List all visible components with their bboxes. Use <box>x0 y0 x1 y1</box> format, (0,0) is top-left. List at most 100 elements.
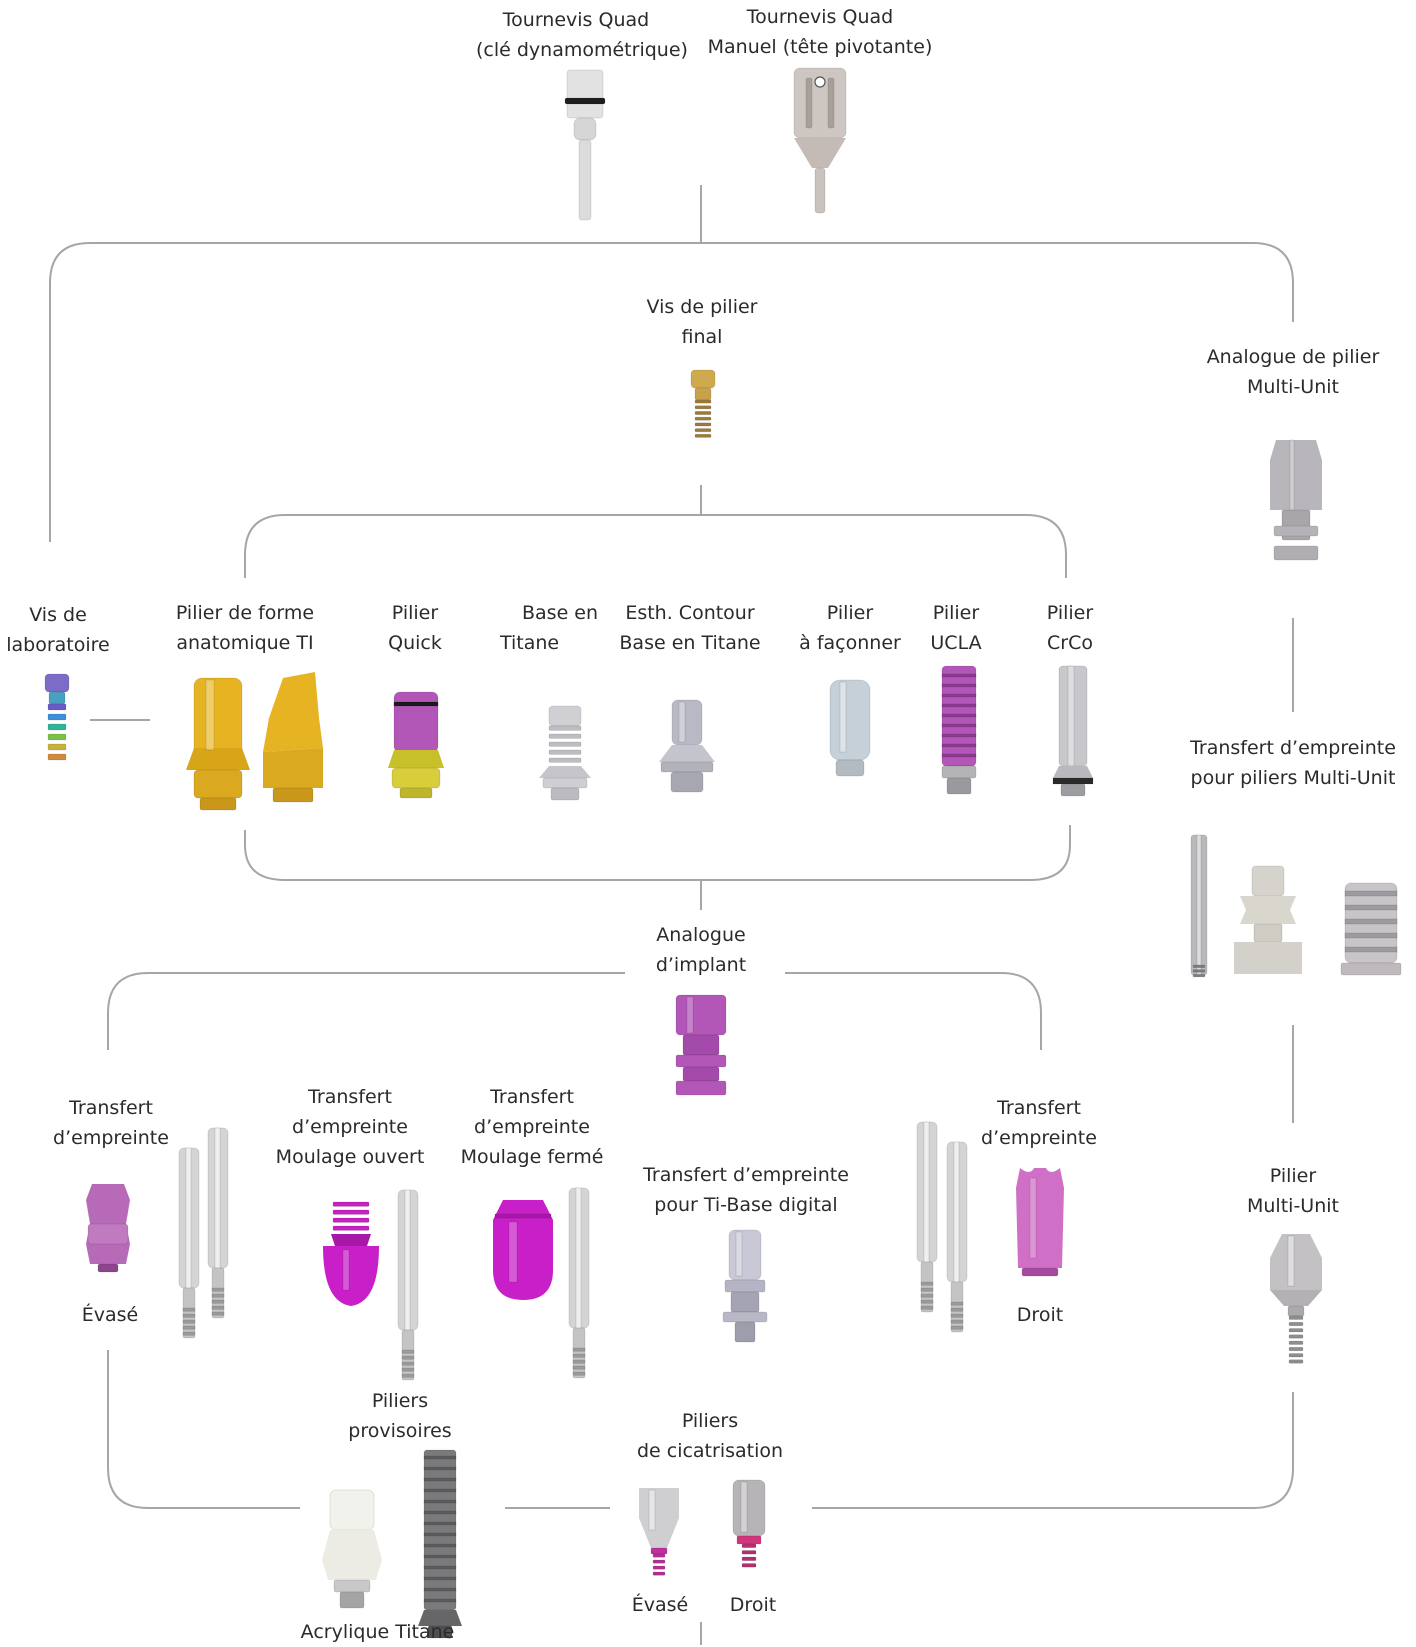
label-line: Pilier <box>932 602 980 624</box>
label-line: d’empreinte <box>292 1116 408 1138</box>
label-custom-abutment: Pilier à façonner <box>790 598 910 658</box>
connector-lines <box>49 185 1294 1645</box>
label-line: d’empreinte <box>53 1127 169 1149</box>
label-line: Vis de <box>29 604 87 626</box>
connector-transfer-bracket-right <box>785 972 1042 1050</box>
label-closed-tray-transfer: Transfert d’empreinte Moulage fermé <box>452 1082 612 1172</box>
label-line: Pilier <box>391 602 439 624</box>
connector-transfer-bracket <box>107 972 625 1050</box>
label-quick-abutment: Pilier Quick <box>375 598 455 658</box>
ucla-abutment-icon <box>941 665 977 795</box>
label-line: laboratoire <box>6 634 110 656</box>
label-line: Transfert <box>308 1086 392 1108</box>
multi-unit-open-transfer-icon <box>1234 865 1302 974</box>
label-flared-transfer: Transfert d’empreinte <box>43 1093 179 1153</box>
label-line: Base en <box>522 602 599 624</box>
label-line: pour Ti-Base digital <box>654 1194 838 1216</box>
label-multi-unit-abutment: Pilier Multi-Unit <box>1223 1161 1363 1221</box>
connector-healing-multiunit <box>812 1392 1294 1509</box>
label-line: Pilier <box>1269 1165 1317 1187</box>
quick-abutment-icon <box>388 691 444 799</box>
connector-bottom-loop <box>107 1350 300 1509</box>
label-line: Transfert <box>997 1097 1081 1119</box>
label-line: CrCo <box>1047 632 1093 654</box>
multi-unit-transfer-pin-icon <box>1190 834 1208 978</box>
label-line: UCLA <box>930 632 982 654</box>
label-line: anatomique TI <box>176 632 314 654</box>
label-ucla-abutment: Pilier UCLA <box>916 598 996 658</box>
label-line: d’empreinte <box>981 1127 1097 1149</box>
connector-abutment-bottom-bracket <box>244 825 1071 881</box>
multi-unit-abutment-icon <box>1270 1234 1322 1364</box>
label-line: Analogue <box>656 924 746 946</box>
label-line: de cicatrisation <box>636 1440 784 1462</box>
label-line: Multi-Unit <box>1247 376 1339 398</box>
label-line: Vis de pilier <box>646 296 758 318</box>
label-digital-tibase-transfer: Transfert d’empreinte pour Ti-Base digit… <box>628 1160 864 1220</box>
label-torque-driver: Tournevis Quad (clé dynamométrique) <box>476 5 688 65</box>
label-anatomic-abutment: Pilier de forme anatomique TI <box>160 598 330 658</box>
label-line: Analogue de pilier <box>1206 346 1380 368</box>
label-implant-analog: Analogue d’implant <box>631 920 771 980</box>
label-line: Transfert d’empreinte <box>1190 737 1396 759</box>
open-tray-transfer-icon <box>323 1201 379 1306</box>
abutment-screw-icon <box>690 369 716 438</box>
label-titanium-base: Base en Titane <box>500 598 610 658</box>
label-line: Pilier <box>826 602 874 624</box>
label-line: d’implant <box>655 954 747 976</box>
label-line: Transfert <box>490 1086 574 1108</box>
manual-driver-icon <box>793 67 847 214</box>
implant-analog-icon <box>675 994 727 1096</box>
digital-tibase-transfer-icon <box>722 1229 768 1343</box>
titanium-temporary-abutment-icon <box>418 1449 462 1639</box>
label-line: final <box>681 326 723 348</box>
label-line: Base en Titane <box>619 632 761 654</box>
open-tray-pin-icon <box>397 1189 419 1381</box>
flared-healing-abutment-icon <box>639 1488 679 1576</box>
label-line: Esth. Contour <box>625 602 755 624</box>
label-provisional-abutments: Piliers provisoires <box>335 1386 465 1446</box>
closed-tray-pin-icon <box>568 1187 590 1379</box>
closed-tray-transfer-icon <box>493 1200 553 1300</box>
acrylic-temporary-abutment-icon <box>322 1489 382 1609</box>
label-acrylic-titanium: Acrylique Titane <box>290 1617 465 1647</box>
label-multi-unit-transfer: Transfert d’empreinte pour piliers Multi… <box>1173 733 1413 793</box>
label-line: Manuel (tête pivotante) <box>707 36 933 58</box>
label-line: Multi-Unit <box>1247 1195 1339 1217</box>
multi-unit-analog-icon <box>1270 439 1322 561</box>
label-line: à façonner <box>799 632 901 654</box>
label-multi-unit-analog: Analogue de pilier Multi-Unit <box>1183 342 1403 402</box>
label-line: Tournevis Quad <box>502 9 650 31</box>
connector-abutment-top-bracket <box>244 514 1067 578</box>
label-line: pour piliers Multi-Unit <box>1190 767 1396 789</box>
label-healing-flared: Évasé <box>620 1590 700 1620</box>
label-healing-abutments: Piliers de cicatrisation <box>620 1406 800 1466</box>
label-line: Acrylique Titane <box>300 1621 455 1643</box>
label-line: d’empreinte <box>474 1116 590 1138</box>
label-straight-transfer: Transfert d’empreinte <box>971 1093 1107 1153</box>
connector-top-bracket <box>49 242 1294 542</box>
label-esthetic-contour: Esth. Contour Base en Titane <box>615 598 765 658</box>
label-healing-straight: Droit <box>713 1590 793 1620</box>
crco-abutment-icon <box>1052 665 1094 797</box>
anatomic-abutment-angled-icon <box>263 672 323 803</box>
label-flared: Évasé <box>60 1300 160 1330</box>
anatomic-abutment-straight-icon <box>186 677 250 811</box>
label-line: Pilier de forme <box>175 602 315 624</box>
label-line: Pilier <box>1046 602 1094 624</box>
label-straight: Droit <box>990 1300 1090 1330</box>
label-line: Transfert <box>69 1097 153 1119</box>
label-line: Piliers <box>371 1390 429 1412</box>
straight-transfer-icon <box>1016 1168 1064 1277</box>
esthetic-contour-base-icon <box>659 699 715 793</box>
label-lab-screw: Vis de laboratoire <box>0 600 116 660</box>
multi-unit-closed-transfer-icon <box>1340 882 1402 976</box>
flared-transfer-pin-short-icon <box>178 1147 200 1339</box>
label-manual-driver: Tournevis Quad Manuel (tête pivotante) <box>700 2 940 62</box>
flared-transfer-icon <box>86 1184 130 1273</box>
label-line: Piliers <box>681 1410 739 1432</box>
label-crco-abutment: Pilier CrCo <box>1030 598 1110 658</box>
torque-driver-icon <box>564 69 606 221</box>
lab-screw-icon <box>44 673 70 761</box>
